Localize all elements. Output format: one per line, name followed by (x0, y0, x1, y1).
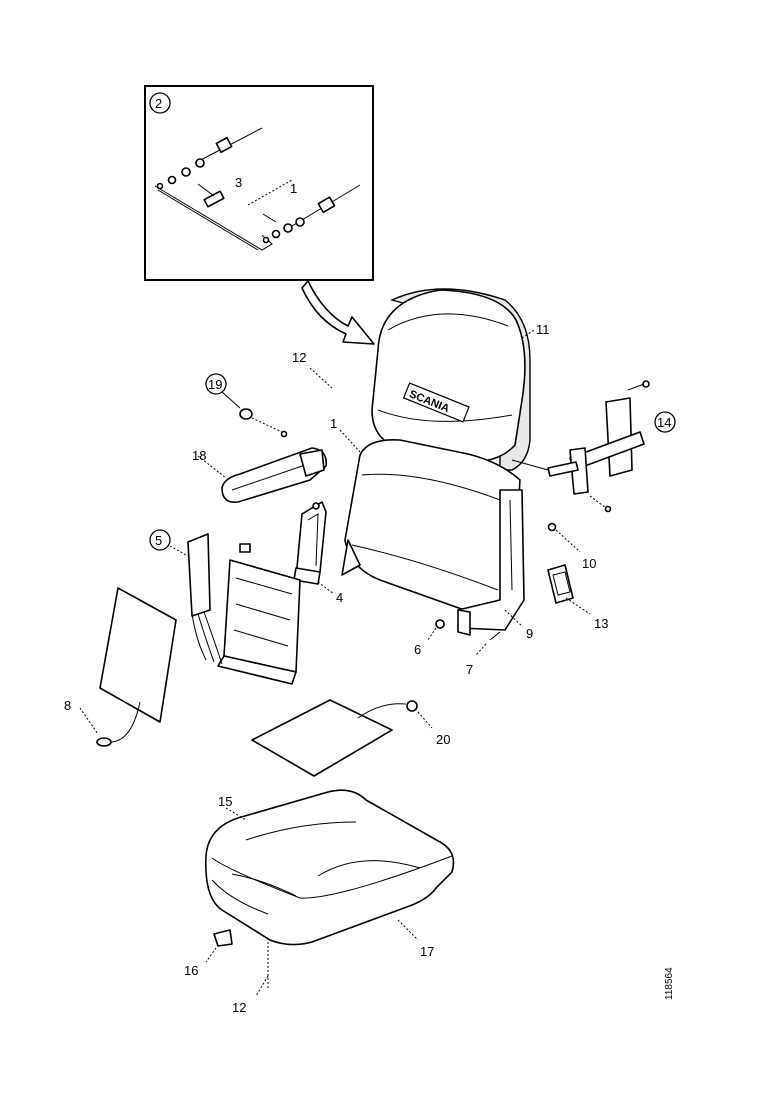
callout-7: 7 (466, 662, 473, 677)
callout-2: 2 (155, 96, 162, 111)
callout-17: 17 (420, 944, 434, 959)
callout-13: 13 (594, 616, 608, 631)
backrest-assembly: SCANIA (341, 288, 531, 636)
callout-19: 19 (208, 377, 222, 392)
callout-12-upper: 12 (292, 350, 306, 365)
heating-mat-8 (79, 587, 177, 747)
inset-bolt-top (156, 127, 263, 190)
heating-mat-20 (251, 699, 433, 777)
drawing-reference-number: 118564 (664, 967, 675, 1000)
nut-10 (547, 522, 557, 532)
callout-5: 5 (155, 533, 162, 548)
inset-callout-1: 1 (290, 181, 297, 196)
callout-12-lower: 12 (232, 1000, 246, 1015)
callout-4: 4 (336, 590, 343, 605)
seat-cushion-15 (205, 789, 455, 946)
leader-12-lower (255, 975, 269, 997)
inset-pointer-arrow (301, 280, 375, 345)
clip-13 (547, 564, 591, 615)
pin-7 (489, 631, 501, 641)
inset-callout-3: 3 (235, 175, 242, 190)
callout-labels: 1 3 4 5 6 7 8 9 10 11 12 12 13 14 15 16 … (64, 322, 671, 1015)
leader-11 (521, 329, 535, 339)
leader-1 (339, 429, 361, 453)
callout-14: 14 (657, 415, 671, 430)
inset-bolt-bottom (262, 184, 361, 244)
callout-8: 8 (64, 698, 71, 713)
knob-19 (205, 373, 288, 438)
inset-detail-box: 2 1 3 (144, 85, 374, 281)
screw-6 (435, 619, 445, 629)
callout-20: 20 (436, 732, 450, 747)
callout-9: 9 (526, 626, 533, 641)
callout-18: 18 (192, 448, 206, 463)
callout-11: 11 (536, 322, 550, 337)
callout-15: 15 (218, 794, 232, 809)
leader-12-upper (309, 367, 333, 389)
callout-16: 16 (184, 963, 198, 978)
callout-1: 1 (330, 416, 337, 431)
leader-17 (397, 919, 419, 941)
callout-6: 6 (414, 642, 421, 657)
seat-frame-5 (149, 529, 301, 685)
clip-16 (205, 929, 233, 963)
bracket-14 (511, 380, 676, 513)
armrest-18 (197, 447, 328, 504)
callout-10: 10 (582, 556, 596, 571)
